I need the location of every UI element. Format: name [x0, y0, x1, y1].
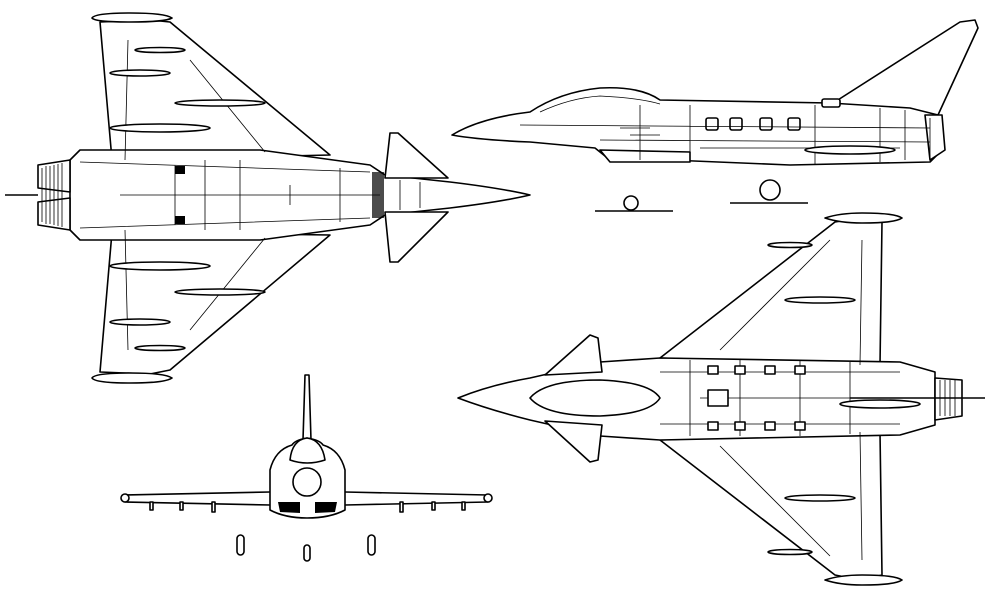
bottom-view-lower-wing — [659, 431, 883, 581]
bottom-view-hatches — [707, 365, 806, 431]
top-view-panel-lines — [41, 39, 421, 351]
side-view-canopy — [539, 95, 661, 113]
front-view — [120, 374, 493, 562]
side-view-panel-lines — [519, 105, 931, 165]
top-view-lower-wingtip-pod — [91, 372, 173, 384]
front-view-right-wingtip — [483, 493, 493, 503]
front-view-right-main-gear — [367, 534, 376, 556]
front-view-left-main-gear — [236, 534, 245, 556]
bottom-view — [457, 212, 985, 586]
front-view-canopy — [289, 437, 326, 464]
top-view-lower-canard — [384, 211, 449, 263]
side-view — [451, 19, 979, 212]
side-view-panel-windows — [705, 98, 841, 131]
bottom-view-nozzles — [934, 377, 963, 421]
bottom-view-canopy — [529, 379, 661, 417]
side-view-fuel-tank — [804, 145, 896, 155]
bottom-view-upper-canard — [544, 334, 603, 376]
side-view-fin — [829, 19, 979, 116]
front-view-radome — [292, 467, 322, 497]
bottom-view-panel-lines — [660, 239, 956, 561]
side-view-landing-gear-nose — [595, 195, 673, 212]
front-view-nose-gear — [303, 544, 311, 562]
front-view-fin — [302, 374, 312, 441]
side-view-landing-gear-main — [730, 179, 808, 204]
side-view-intake — [599, 149, 691, 163]
bottom-view-lower-wingtip-pod — [824, 574, 903, 586]
top-view-lower-wing — [99, 231, 331, 375]
top-view-upper-canard — [384, 132, 449, 179]
top-view-upper-wing — [99, 19, 331, 161]
bottom-view-upper-wingtip-pod — [824, 212, 903, 224]
front-view-left-wingtip — [120, 493, 130, 503]
top-view — [5, 12, 531, 384]
bottom-view-stores — [767, 241, 921, 556]
top-view-airbrake — [175, 166, 185, 174]
bottom-view-upper-wing — [659, 217, 883, 366]
top-view-airbrake-2 — [175, 216, 185, 224]
top-view-weapon-pylons — [109, 46, 266, 352]
front-view-intakes — [278, 502, 337, 513]
bottom-view-fuselage — [457, 357, 936, 441]
top-view-upper-wingtip-pod — [91, 12, 173, 23]
bottom-view-lower-canard — [544, 420, 603, 463]
front-view-pylons — [149, 501, 466, 513]
top-view-intake-grille — [372, 172, 384, 218]
